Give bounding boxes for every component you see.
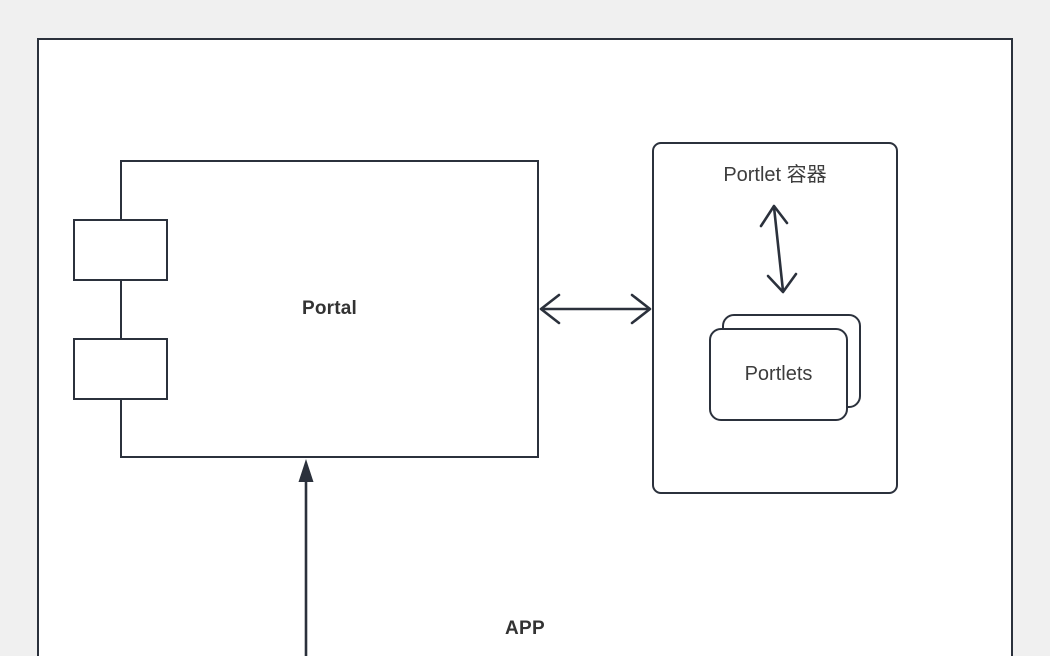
app-label: APP bbox=[505, 618, 545, 639]
portlets-label: Portlets bbox=[744, 363, 813, 385]
portal-port-box-1 bbox=[73, 219, 168, 281]
portal-label: Portal bbox=[301, 298, 358, 319]
portal-port-box-2 bbox=[73, 338, 168, 400]
portlet-card-front: Portlets bbox=[709, 328, 848, 421]
portal-box: Portal bbox=[120, 160, 539, 458]
portlet-container-label: Portlet 容器 bbox=[723, 164, 827, 186]
